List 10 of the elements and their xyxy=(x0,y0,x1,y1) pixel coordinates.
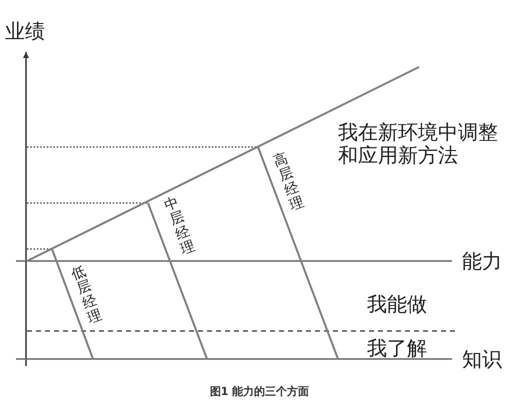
region-label: 我能做 xyxy=(367,294,427,314)
axis-label: 业绩 xyxy=(5,21,45,41)
level-label: 中层经理 xyxy=(162,195,198,258)
level-label: 低层经理 xyxy=(70,264,104,328)
region-label: 我在新环境中调整和应用新方法 xyxy=(338,121,499,167)
region-label: 我了解 xyxy=(367,338,427,358)
line-label: 能力 xyxy=(462,251,502,271)
level-label: 高层经理 xyxy=(272,151,306,214)
line-label: 知识 xyxy=(462,349,502,369)
figure-caption: 图1 能力的三个方面 xyxy=(210,385,310,399)
